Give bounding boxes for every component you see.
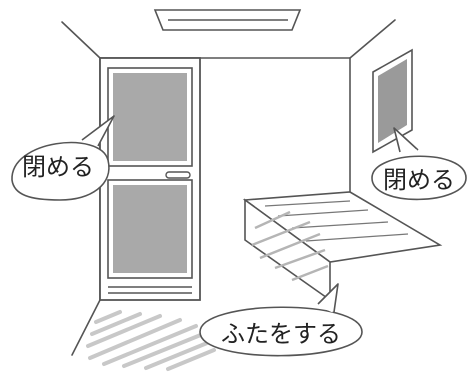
floor-mat-icon: [86, 310, 216, 371]
window-callout-label: 閉める: [383, 166, 455, 194]
bathtub-callout: ふたをする: [199, 283, 363, 357]
window-callout: 閉める: [371, 127, 467, 201]
ceiling-light-icon: [153, 9, 302, 31]
window-icon: [372, 48, 413, 154]
bathtub-callout-label: ふたをする: [221, 320, 341, 348]
door-callout: 閉める: [11, 115, 115, 201]
bathtub-cover-icon: [242, 191, 443, 302]
door-callout-label: 閉める: [22, 153, 94, 181]
bathroom-door-icon: [99, 57, 201, 301]
